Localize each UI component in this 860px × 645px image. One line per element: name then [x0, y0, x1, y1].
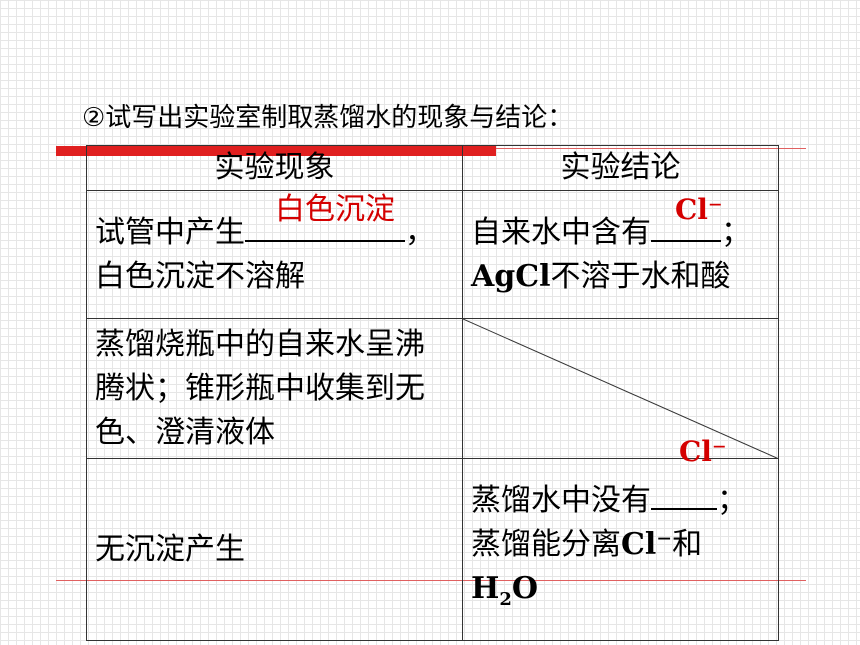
row3-concl-punct: ； — [717, 482, 747, 518]
heading: ②试写出实验室制取蒸馏水的现象与结论： — [82, 103, 574, 133]
row1-concl-text: 自来水中含有 — [471, 215, 651, 250]
table-row: 蒸馏烧瓶中的自来水呈沸腾状；锥形瓶中收集到无色、澄清液体 Cl⁻ — [86, 318, 779, 467]
table-row: 无沉淀产生 蒸馏水中没有 ； 蒸馏能分离Cl⁻和 H2O — [86, 458, 779, 641]
cl-ion-formula: Cl⁻ — [621, 526, 673, 562]
diagonal-line — [463, 319, 779, 459]
blank-ion-row3 — [651, 478, 717, 510]
water-o: O — [511, 570, 539, 606]
answer-precipitate: 白色沉淀 — [275, 192, 395, 227]
row1-phenomenon-line1: 试管中产生 ， — [95, 210, 454, 255]
row1-phen-punct: ， — [405, 215, 435, 250]
experiment-table: 实验现象 实验结论 试管中产生 ， 白色沉淀不溶解 白色沉淀 自来水中含有 ； Ag… — [86, 145, 779, 641]
water-formula: H2O — [471, 567, 770, 622]
water-h: H — [471, 570, 500, 606]
row1-concl-text2: 不溶于水和酸 — [550, 259, 731, 294]
agcl-formula: AgCl — [471, 259, 551, 294]
row3-phenomenon: 无沉淀产生 — [86, 458, 463, 641]
row3-concl-text2: 蒸馏能分离 — [471, 526, 621, 562]
row3-concl-and: 和 — [672, 526, 703, 562]
row3-conclusion: 蒸馏水中没有 ； 蒸馏能分离Cl⁻和 H2O — [462, 458, 779, 641]
row3-concl-text: 蒸馏水中没有 — [471, 482, 651, 518]
header-phenomenon: 实验现象 — [86, 145, 463, 191]
row1-conclusion-line1: 自来水中含有 ； — [471, 210, 770, 255]
water-sub: 2 — [499, 588, 512, 610]
row3-conclusion-line2: 蒸馏能分离Cl⁻和 — [471, 523, 770, 567]
table-header-row: 实验现象 实验结论 — [86, 145, 779, 191]
header-conclusion: 实验结论 — [462, 145, 779, 191]
row1-phenomenon: 试管中产生 ， 白色沉淀不溶解 白色沉淀 — [86, 190, 463, 319]
blank-ion — [651, 210, 721, 242]
row1-concl-punct: ； — [721, 215, 751, 250]
blank-precipitate — [245, 210, 405, 242]
row2-phenomenon: 蒸馏烧瓶中的自来水呈沸腾状；锥形瓶中收集到无色、澄清液体 — [86, 318, 463, 459]
row1-conclusion: 自来水中含有 ； AgCl不溶于水和酸 Cl⁻ — [462, 190, 779, 319]
row2-conclusion: Cl⁻ — [462, 318, 779, 467]
row1-phenomenon-line2: 白色沉淀不溶解 — [95, 259, 305, 294]
answer-ion-row1: Cl⁻ — [675, 193, 723, 226]
table-row: 试管中产生 ， 白色沉淀不溶解 白色沉淀 自来水中含有 ； AgCl不溶于水和酸 C… — [86, 190, 779, 319]
row1-phen-text: 试管中产生 — [95, 215, 245, 250]
row3-conclusion-line1: 蒸馏水中没有 ； — [471, 478, 770, 523]
row1-conclusion-line2: AgCl不溶于水和酸 — [471, 255, 770, 299]
